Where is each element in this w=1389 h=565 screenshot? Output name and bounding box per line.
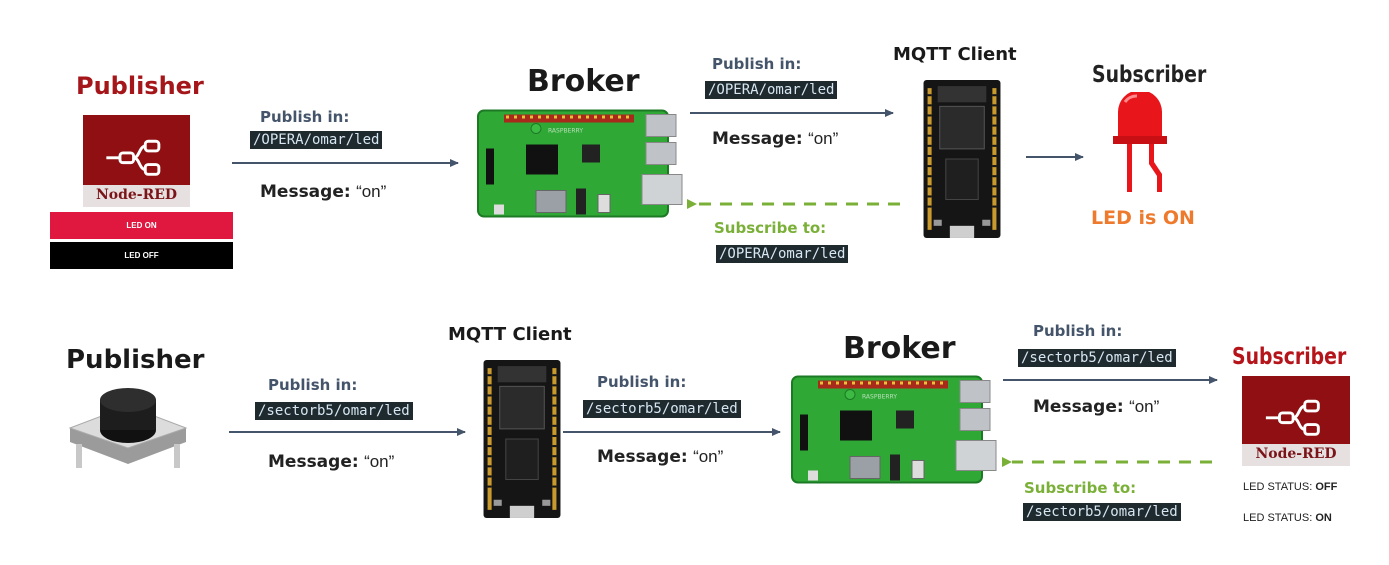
led-status-on: LED STATUS: ON [1243, 512, 1332, 524]
bottom-publisher-title: Publisher [66, 345, 205, 375]
bottom-message-2: Message: “on” [597, 447, 723, 467]
bottom-broker-title: Broker [843, 331, 956, 366]
bottom-subscribe-topic: /sectorb5/omar/led [1023, 503, 1181, 521]
bottom-message-word-1: Message: [268, 452, 359, 472]
bottom-esp32-board-icon [481, 358, 563, 520]
top-message-2: Message: “on” [712, 129, 838, 149]
top-mqtt-client-title: MQTT Client [893, 44, 1017, 65]
bottom-publish-label-1: Publish in: [268, 376, 358, 394]
top-subscribe-label: Subscribe to: [714, 219, 827, 237]
push-button-icon [66, 386, 191, 476]
bottom-topic-3: /sectorb5/omar/led [1018, 349, 1176, 367]
bottom-message-value-3: “on” [1129, 397, 1160, 416]
top-broker-title: Broker [527, 64, 640, 99]
top-publish-label-2: Publish in: [712, 55, 802, 73]
bottom-message-word-3: Message: [1033, 397, 1124, 417]
top-subscriber-title: Subscriber [1092, 62, 1207, 88]
raspberry-pi-board-icon [476, 106, 686, 221]
led-off-button[interactable]: LED OFF [50, 242, 233, 269]
red-led-icon [1105, 90, 1175, 194]
top-topic-1: /OPERA/omar/led [250, 131, 383, 149]
bottom-node-red-logo: Node-RED [1242, 376, 1350, 466]
top-subscribe-topic: /OPERA/omar/led [716, 245, 849, 263]
bottom-message-3: Message: “on” [1033, 397, 1159, 417]
bottom-topic-1: /sectorb5/omar/led [255, 402, 413, 420]
bottom-node-red-label: Node-RED [1242, 444, 1350, 466]
top-message-value-1: “on” [356, 182, 387, 201]
bottom-topic-2: /sectorb5/omar/led [583, 400, 741, 418]
top-publisher-title: Publisher [76, 72, 204, 100]
led-on-button[interactable]: LED ON [50, 212, 233, 239]
bottom-raspberry-pi-board-icon [790, 372, 1000, 487]
led-is-on-text: LED is ON [1091, 207, 1195, 229]
top-message-word-2: Message: [712, 129, 803, 149]
top-message-1: Message: “on” [260, 182, 386, 202]
bottom-subscribe-label: Subscribe to: [1024, 479, 1137, 497]
bottom-mqtt-client-title: MQTT Client [448, 324, 572, 345]
top-topic-2: /OPERA/omar/led [705, 81, 838, 99]
led-status-value-2: ON [1315, 512, 1332, 524]
bottom-publish-label-2: Publish in: [597, 373, 687, 391]
led-status-label-2: LED STATUS: [1243, 512, 1313, 524]
bottom-message-value-1: “on” [364, 452, 395, 471]
bottom-message-word-2: Message: [597, 447, 688, 467]
esp32-board-icon [920, 78, 1004, 240]
bottom-message-value-2: “on” [693, 447, 724, 466]
led-status-off: LED STATUS: OFF [1243, 481, 1337, 493]
led-status-value-1: OFF [1315, 481, 1338, 493]
top-message-word-1: Message: [260, 182, 351, 202]
top-node-red-logo: Node-RED [83, 115, 190, 207]
bottom-publish-label-3: Publish in: [1033, 322, 1123, 340]
bottom-message-1: Message: “on” [268, 452, 394, 472]
bottom-subscriber-title: Subscriber [1232, 344, 1347, 370]
top-node-red-label: Node-RED [83, 185, 190, 207]
led-status-label-1: LED STATUS: [1243, 481, 1313, 493]
bottom-node-red-flow-icon [1242, 376, 1350, 444]
node-red-flow-icon [83, 115, 190, 185]
top-publish-label-1: Publish in: [260, 108, 350, 126]
top-message-value-2: “on” [808, 129, 839, 148]
